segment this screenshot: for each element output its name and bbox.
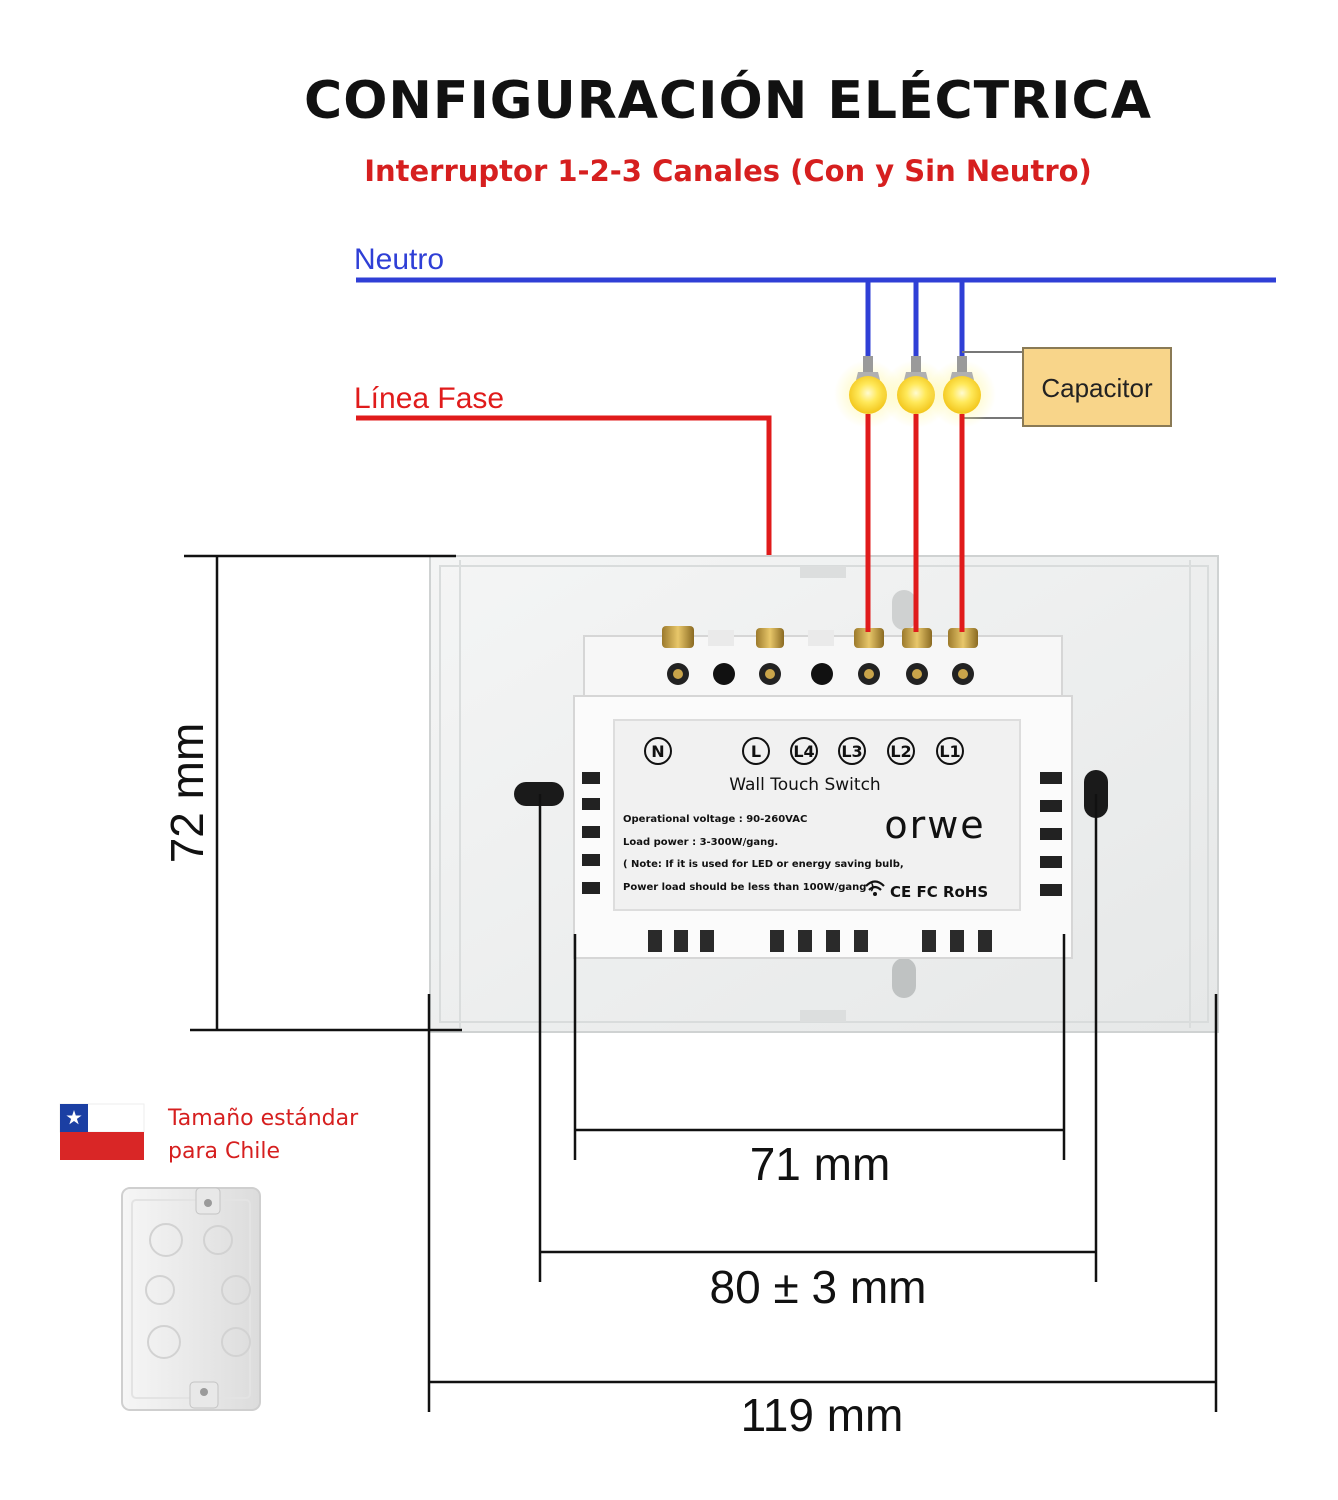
spec-line-2: Load power : 3-300W/gang. [623, 837, 778, 848]
neutral-label: Neutro [354, 243, 444, 276]
total-width-label: 119 mm [741, 1389, 904, 1441]
brand-logo: orwe [884, 803, 985, 847]
inner-width-dimension [573, 934, 1066, 1160]
electrical-box-image [121, 1187, 261, 1411]
inner-width-label: 71 mm [750, 1138, 891, 1190]
terminal-label-l4: L4 [793, 742, 814, 761]
terminal-screw [662, 626, 694, 685]
total-width-dimension [427, 994, 1218, 1412]
certification-marks: CE FC RoHS [890, 883, 988, 901]
terminal-screw [756, 628, 784, 685]
chile-flag-icon [59, 1103, 145, 1160]
mount-width-dimension [538, 794, 1098, 1282]
terminal-label-l2: L2 [890, 742, 911, 761]
terminal-label-l: L [751, 742, 761, 761]
wifi-icon [865, 880, 885, 896]
chile-label-line-1: Tamaño estándar [167, 1106, 359, 1131]
capacitor-box [1022, 347, 1172, 427]
terminal-screw [902, 628, 932, 685]
height-dimension [184, 554, 462, 1032]
mount-width-label: 80 ± 3 mm [710, 1261, 927, 1313]
phase-label: Línea Fase [354, 382, 504, 415]
terminal-label-l1: L1 [939, 742, 960, 761]
page-subtitle: Interruptor 1-2-3 Canales (Con y Sin Neu… [364, 154, 1092, 188]
page-title: CONFIGURACIÓN ELÉCTRICA [304, 69, 1152, 131]
terminal-label-n: N [651, 742, 664, 761]
terminal-screw [854, 628, 884, 685]
bulb-icon [928, 356, 996, 428]
terminal-label-l3: L3 [841, 742, 862, 761]
bulb-icon [834, 356, 902, 428]
spec-line-3: ( Note: If it is used for LED or energy … [623, 859, 904, 870]
terminal-screw [948, 628, 978, 685]
spec-line-4: Power load should be less than 100W/gang… [623, 882, 875, 893]
terminal-labels: N L L4 L3 L2 L1 [644, 737, 964, 765]
chile-label-line-2: para Chile [168, 1139, 280, 1164]
panel-title: Wall Touch Switch [729, 775, 880, 795]
capacitor-label: Capacitor [1041, 373, 1153, 403]
height-dimension-label: 72 mm [161, 723, 213, 864]
spec-line-1: Operational voltage : 90-260VAC [623, 814, 807, 825]
